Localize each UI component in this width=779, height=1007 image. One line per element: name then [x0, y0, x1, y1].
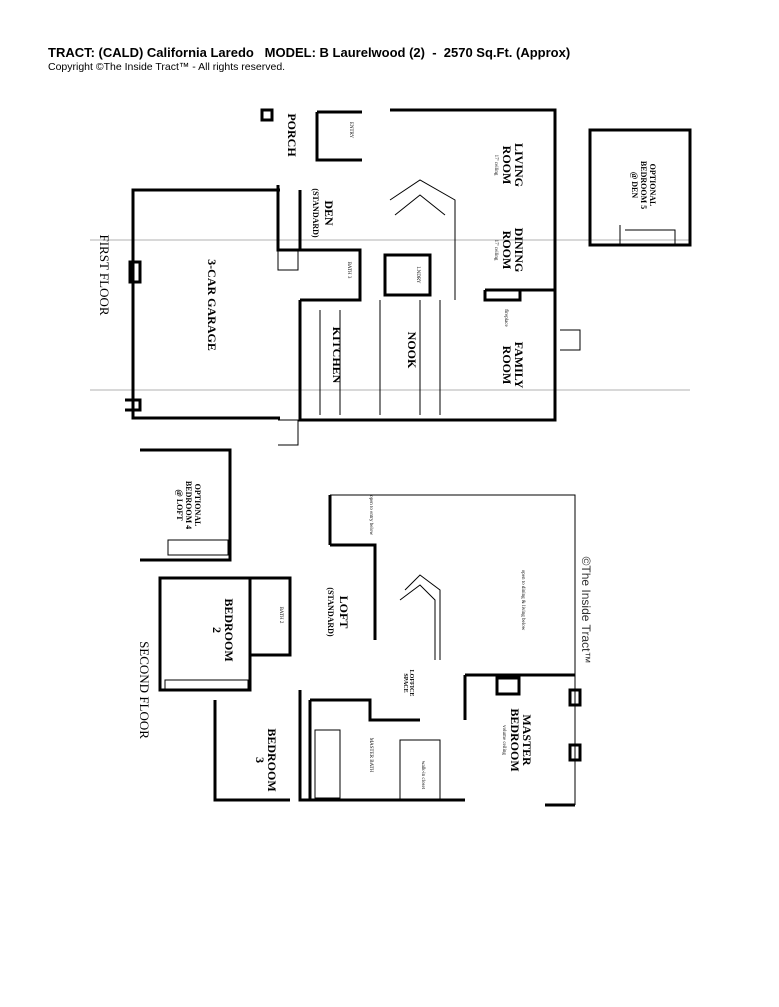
- fireplace-label: fireplace: [503, 309, 508, 327]
- second-floor-walls: [140, 448, 582, 807]
- room-entry: ENTRY: [348, 122, 353, 139]
- room-kitchen: KITCHEN: [330, 327, 344, 384]
- optional-bedroom4-3: @ LOFT: [175, 489, 184, 521]
- room-living-1: LIVING: [512, 143, 526, 187]
- room-nook: NOOK: [405, 332, 419, 369]
- page-title: TRACT: (CALD) California Laredo MODEL: B…: [48, 45, 571, 60]
- room-laundry: LNDRY: [415, 267, 420, 284]
- room-bath-2: BATH 2: [278, 607, 283, 624]
- room-loffice-2: SPACE: [402, 673, 408, 692]
- room-bedroom-3-b: 3: [253, 757, 267, 763]
- first-floor-walls: [125, 108, 692, 446]
- room-family-2: ROOM: [500, 346, 514, 385]
- optional-bedroom4-2: BEDROOM 4: [184, 481, 193, 529]
- optional-bedroom5-1: OPTIONAL: [648, 164, 657, 207]
- optional-bedroom5-2: BEDROOM 5: [639, 161, 648, 209]
- room-dining-1: DINING: [512, 228, 526, 273]
- master-ceiling-note: volume ceiling: [501, 725, 506, 755]
- room-porch: PORCH: [285, 113, 299, 157]
- second-floor-label: SECOND FLOOR: [137, 641, 152, 739]
- room-loft-2: (STANDARD): [326, 587, 335, 637]
- walk-in-closet: walk-in closet: [420, 761, 425, 790]
- open-to-entry-note: open to entry below: [368, 495, 373, 535]
- dining-ceiling-note: 17' ceiling: [493, 240, 498, 261]
- watermark: ©The Inside Tract™: [579, 557, 593, 664]
- open-to-dining-note: open to dining & living below: [520, 570, 525, 631]
- first-floor-labels: FIRST FLOOR PORCH ENTRY LIVING ROOM 17' …: [97, 113, 657, 388]
- room-garage: 3-CAR GARAGE: [205, 259, 219, 351]
- room-living-2: ROOM: [500, 146, 514, 185]
- room-bath-3: BATH 3: [346, 262, 351, 279]
- room-den-2: (STANDARD): [311, 188, 320, 238]
- room-dining-2: ROOM: [500, 231, 514, 270]
- optional-bedroom4-1: OPTIONAL: [193, 484, 202, 527]
- room-bedroom-2-b: 2: [210, 627, 224, 633]
- room-bedroom-2-a: BEDROOM: [222, 598, 236, 661]
- room-master-bath: MASTER BATH: [368, 738, 373, 773]
- living-ceiling-note: 17' ceiling: [493, 155, 498, 176]
- room-master-2: BEDROOM: [508, 708, 522, 771]
- first-floor-label: FIRST FLOOR: [97, 234, 112, 315]
- copyright-text: Copyright ©The Inside Tract™ - All right…: [48, 61, 286, 73]
- optional-bedroom5-3: @ DEN: [630, 172, 639, 199]
- room-den-1: DEN: [322, 200, 336, 226]
- second-floor-labels: SECOND FLOOR OPTIONAL BEDROOM 4 @ LOFT B…: [137, 481, 593, 792]
- room-loft-1: LOFT: [337, 596, 351, 629]
- room-loffice-1: LOFFICE: [408, 670, 414, 697]
- room-master-1: MASTER: [520, 714, 534, 766]
- room-family-1: FAMILY: [512, 342, 526, 389]
- room-bedroom-3-a: BEDROOM: [265, 728, 279, 791]
